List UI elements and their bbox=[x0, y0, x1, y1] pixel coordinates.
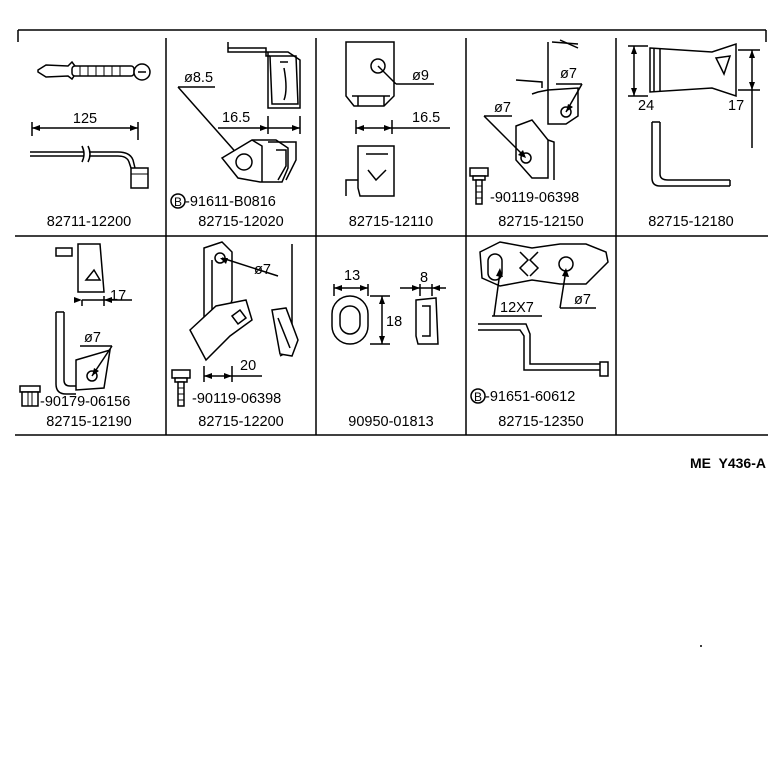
dim-label: ø7 bbox=[84, 330, 101, 346]
dimension-dia-9: ø9 bbox=[377, 65, 434, 85]
dimension-dia-8-5: ø8.5 bbox=[177, 70, 244, 162]
dimension-24: 24 bbox=[628, 45, 654, 114]
dimension-16-5: 16.5 bbox=[218, 110, 301, 134]
dim-label: 8 bbox=[420, 270, 428, 286]
flange-nut-icon bbox=[19, 385, 41, 407]
bracket-drawing-upper bbox=[227, 42, 301, 109]
grid-frame bbox=[15, 29, 768, 436]
grommet-side bbox=[415, 297, 439, 345]
dim-label: 17 bbox=[728, 98, 744, 114]
dimension-dia-7: ø7 bbox=[559, 268, 596, 309]
part-number: 82715-12020 bbox=[198, 214, 283, 230]
dim-label: ø8.5 bbox=[184, 70, 213, 86]
cell-82715-12200: ø7 20 -90119-06398 82715-12200 bbox=[171, 241, 299, 430]
dimension-12x7: 12X7 bbox=[492, 268, 542, 317]
bracket-drawing-upper bbox=[345, 41, 395, 107]
dimension-13: 13 bbox=[333, 268, 369, 296]
dimension-20: 20 bbox=[203, 358, 262, 382]
dimension-dia-7-lower: ø7 bbox=[483, 100, 526, 158]
cell-82715-12110: ø9 16.5 82715-12110 bbox=[345, 41, 450, 230]
fastener-number: -91651-60612 bbox=[485, 389, 575, 405]
dim-label: 12X7 bbox=[500, 300, 534, 316]
dimension-dia-7-upper: ø7 bbox=[556, 66, 583, 113]
dim-label: 24 bbox=[638, 98, 654, 114]
part-number: 82715-12190 bbox=[46, 414, 131, 430]
clamp-drawing bbox=[37, 60, 151, 81]
bolt-icon bbox=[469, 167, 489, 205]
part-number: 82715-12150 bbox=[498, 214, 583, 230]
dimension-18: 18 bbox=[370, 295, 402, 345]
cell-82715-12150: ø7 ø7 -90119-06398 82715-12150 bbox=[469, 39, 584, 230]
dimension-16-5: 16.5 bbox=[355, 110, 450, 134]
fastener-91651-60612: B -91651-60612 bbox=[470, 388, 575, 405]
dim-label: 18 bbox=[386, 314, 402, 330]
fastener-number: -90119-06398 bbox=[490, 190, 579, 206]
dim-label: ø7 bbox=[560, 66, 577, 82]
dim-label: ø9 bbox=[412, 68, 429, 84]
dim-label: 17 bbox=[110, 288, 126, 304]
dim-label: ø7 bbox=[494, 100, 511, 116]
bracket-drawing bbox=[189, 241, 299, 362]
bracket-drawing-lower bbox=[220, 139, 297, 183]
part-number: 90950-01813 bbox=[348, 414, 433, 430]
bracket-drawing bbox=[515, 39, 579, 180]
dim-label: 20 bbox=[240, 358, 256, 374]
cell-82711-12200: 125 82711-12200 bbox=[30, 60, 151, 230]
part-number: 82715-12180 bbox=[648, 214, 733, 230]
dimension-17: 17 bbox=[728, 49, 760, 148]
fastener-number: -91611-B0816 bbox=[185, 194, 276, 210]
dimension-8: 8 bbox=[400, 270, 446, 296]
dimension-dia-7: ø7 bbox=[220, 257, 279, 278]
dim-label: ø7 bbox=[254, 262, 271, 278]
part-number: 82715-12110 bbox=[349, 214, 433, 230]
grommet-front bbox=[331, 295, 369, 345]
dim-label: ø7 bbox=[574, 292, 591, 308]
part-number: 82715-12200 bbox=[198, 414, 283, 430]
bracket-drawing-lower bbox=[345, 145, 395, 197]
fastener-91611-B0816: B -91611-B0816 bbox=[170, 193, 276, 210]
dim-label: 13 bbox=[344, 268, 360, 284]
dimension-dia-7: ø7 bbox=[80, 330, 113, 377]
dim-label: 125 bbox=[73, 111, 97, 127]
fastener-marker: B bbox=[474, 390, 482, 404]
bracket-drawing bbox=[55, 243, 111, 395]
part-number: 82715-12350 bbox=[498, 414, 583, 430]
dim-label: 16.5 bbox=[412, 110, 440, 126]
diagram-code: ME Y436-A bbox=[690, 455, 766, 471]
part-number: 82711-12200 bbox=[47, 214, 131, 230]
bolt-icon bbox=[171, 369, 191, 407]
bracket-drawing bbox=[649, 42, 737, 187]
speck bbox=[700, 645, 702, 647]
fastener-number: -90119-06398 bbox=[192, 391, 281, 407]
cell-82715-12350: 12X7 ø7 B -91651-60612 82715-12350 bbox=[470, 241, 609, 430]
cell-82715-12180: 24 17 82715-12180 bbox=[628, 42, 760, 230]
dim-label: 16.5 bbox=[222, 110, 250, 126]
bracket-drawing bbox=[478, 241, 609, 377]
fastener-number: -90179-06156 bbox=[40, 394, 130, 410]
dimension-17: 17 bbox=[74, 288, 132, 304]
cell-90950-01813: 13 18 8 bbox=[331, 268, 446, 430]
fastener-marker: B bbox=[174, 195, 182, 209]
cell-82715-12190: 17 ø7 -90179-06156 82715-12190 bbox=[19, 243, 132, 430]
cell-82715-12020: ø8.5 16.5 B -91611-B0816 82715-12020 bbox=[170, 42, 301, 230]
strap-drawing bbox=[30, 145, 149, 189]
dimension-125: 125 bbox=[31, 111, 139, 140]
